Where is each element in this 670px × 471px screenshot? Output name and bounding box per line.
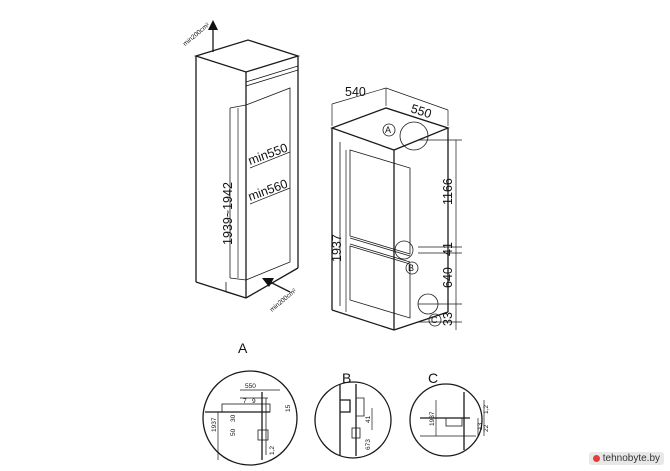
top-clearance-label: min200cm² (182, 21, 212, 48)
detail-a-caption: A (238, 340, 248, 356)
detail-c-dim-1937: 1937 (429, 411, 436, 426)
detail-c-dim-1-2: 1,2 (483, 405, 490, 414)
fridge-drawing: 540 550 1937 1166 41 640 33 A B C (330, 85, 462, 331)
detail-b-dim-673: 673 (365, 439, 372, 450)
marker-b: B (408, 263, 414, 273)
detail-a-dim-550: 550 (245, 383, 256, 390)
detail-a-dim-1-2: 1,2 (269, 446, 276, 455)
detail-a: A 550 7 9 15 1937 30 50 1,2 (202, 340, 298, 466)
depth-label: 540 (345, 85, 366, 99)
lower-section-label: 640 (441, 267, 455, 288)
detail-c-dim-13: 13 (477, 422, 484, 430)
detail-a-dim-30: 30 (230, 414, 237, 422)
up-arrow-icon (208, 20, 218, 30)
min-width-label: min550 (246, 141, 289, 168)
logo-dot-icon (592, 454, 600, 462)
detail-b-dim-41: 41 (365, 415, 372, 423)
bottom-offset-label: 33 (441, 312, 455, 326)
marker-a: A (385, 125, 391, 135)
watermark-text: tehnobyte.by (602, 453, 660, 464)
detail-a-dim-1937: 1937 (211, 417, 218, 432)
detail-a-dim-50: 50 (230, 428, 237, 436)
detail-a-dim-15: 15 (285, 404, 292, 412)
detail-a-dim-9: 9 (252, 398, 256, 405)
width-label: 550 (409, 102, 433, 122)
detail-a-dim-7: 7 (243, 398, 247, 405)
cabinet-drawing: min200cm² 1939~1942 min550 min560 min200… (182, 20, 301, 314)
watermark: tehnobyte.by (588, 452, 664, 465)
detail-b: B 41 673 (314, 370, 392, 459)
bottom-clearance-label: min200cm² (269, 287, 299, 314)
min-depth-label: min560 (246, 177, 289, 204)
height-range-label: 1939~1942 (221, 182, 235, 245)
detail-c-dim-22: 22 (483, 424, 490, 432)
detail-c-caption: C (428, 370, 438, 386)
detail-b-caption: B (342, 370, 351, 386)
gap-label: 41 (441, 242, 455, 256)
detail-c: C 1937 1,2 13 22 (409, 370, 490, 457)
upper-section-label: 1166 (441, 178, 455, 205)
marker-c: C (431, 315, 438, 325)
height-label: 1937 (330, 234, 344, 262)
inlet-arrow-icon (262, 278, 274, 287)
